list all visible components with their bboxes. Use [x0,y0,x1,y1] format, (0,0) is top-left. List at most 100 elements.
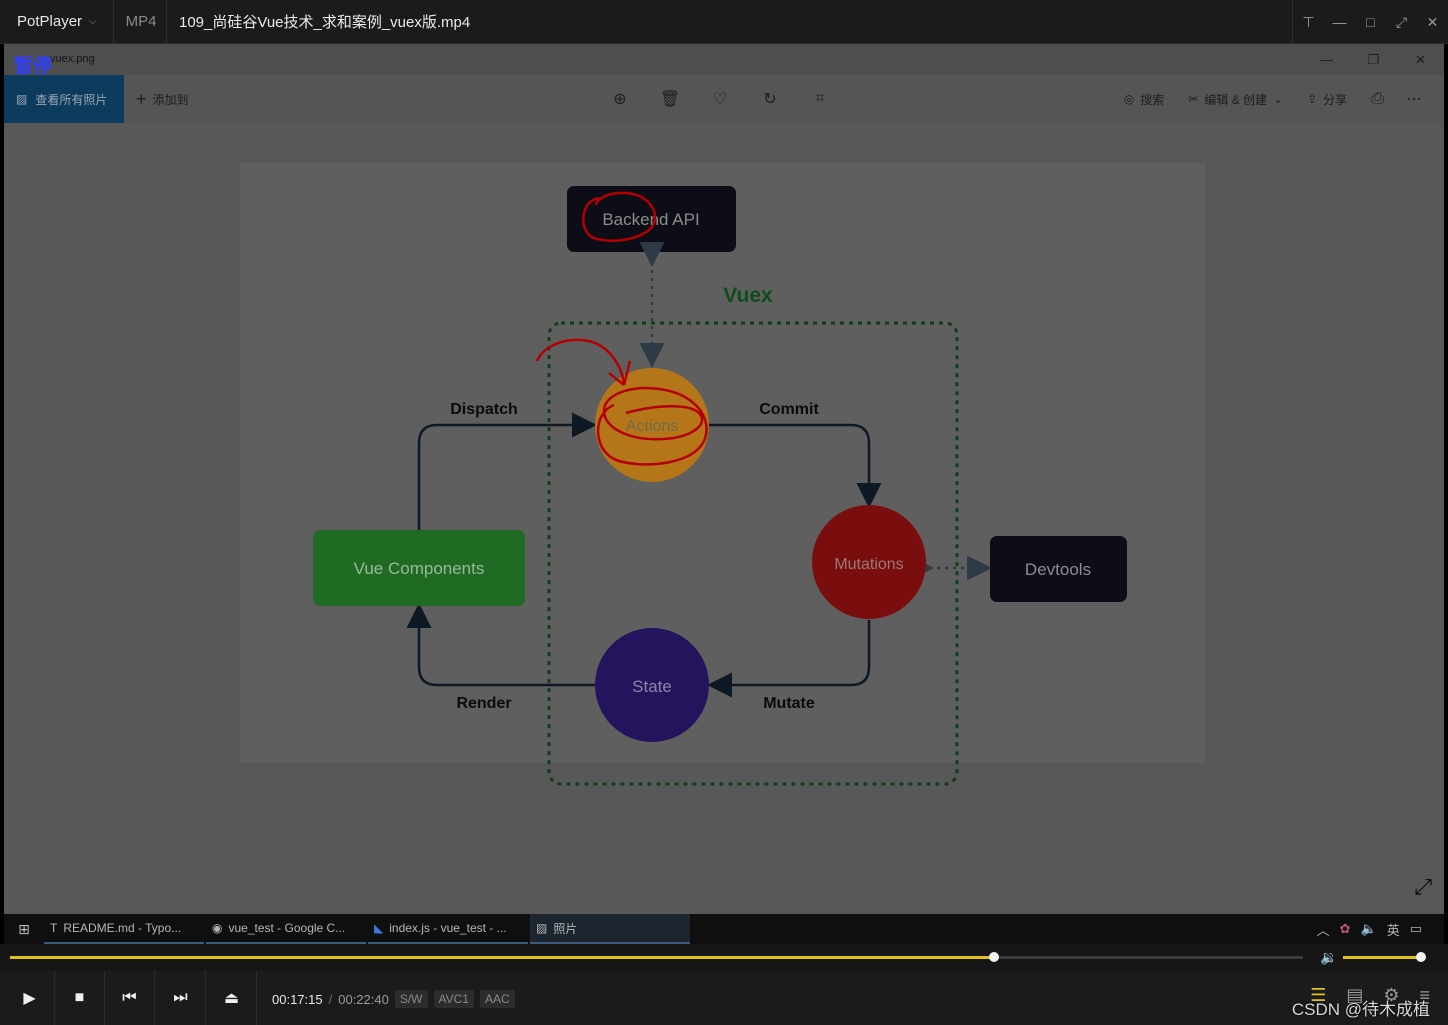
state-label: State [632,677,672,696]
audio-codec-badge[interactable]: AAC [479,990,515,1008]
photos-toolbar: ▨ 查看所有照片 + 添加到 ⊕ 🗑 ♡ ↻ ⌗ ◎ 搜索 ✂ [4,75,1444,123]
search-icon: ◎ [1123,92,1135,106]
decoder-badge[interactable]: S/W [394,990,428,1008]
time-separator: / [328,991,333,1007]
chapter-icon[interactable]: ▤ [1346,985,1364,1005]
render-arrow [406,603,596,687]
stop-button[interactable]: ■ [55,971,105,1025]
task-chrome[interactable]: ◉ vue_test - Google C... [206,914,366,944]
actions-node [595,368,709,482]
task-photos[interactable]: ▨ 照片 [530,914,690,944]
render-label: Render [456,695,511,712]
current-time: 00:17:15 [272,991,323,1007]
video-codec-badge[interactable]: AVC1 [433,990,474,1008]
crop-icon[interactable]: ⌗ [815,90,825,107]
maximize-icon[interactable]: □ [1366,14,1375,30]
photo-file-name: vuex.png [50,53,95,65]
view-all-photos-button[interactable]: ▨ 查看所有照片 [4,75,124,123]
play-button[interactable]: ▶ [5,971,55,1025]
next-button[interactable]: ⏭ [156,971,206,1025]
player-extra-controls: ☰ ▤ ⚙ ≡ [1310,985,1430,1006]
volume-handle[interactable] [1416,952,1427,962]
playlist-icon[interactable]: ☰ [1310,985,1327,1005]
mutate-arrow [707,620,871,698]
photo-secondary-actions: ◎ 搜索 ✂ 编辑 & 创建 ⌄ ⇪ 分享 ⎙ ⋯ [1124,75,1444,123]
watermark: CSDN @待木成植 [1291,1000,1430,1019]
eject-button[interactable]: ⏏ [207,971,257,1025]
chevron-up-icon[interactable]: ︿ [1316,922,1330,938]
app-menu-button[interactable]: PotPlayer ⌵ [0,0,114,44]
search-label: 搜索 [1140,92,1165,107]
add-to-button[interactable]: + 添加到 [136,75,189,123]
photos-close-icon[interactable]: ✕ [1415,51,1426,67]
share-icon: ⇪ [1307,92,1318,106]
seek-slider[interactable] [10,952,1303,962]
vuex-boundary [547,321,959,786]
mutate-label: Mutate [763,695,815,712]
devtools-box [990,536,1127,602]
actions-label: Actions [626,418,678,435]
volume-level [1343,956,1422,959]
chevron-down-icon: ⌵ [89,16,97,27]
video-frame[interactable]: vuex.png 暂停 — ❐ ✕ ▨ 查看所有照片 + 添加到 ⊕ 🗑 ♡ ↻ [4,44,1444,914]
app-tray-icon[interactable]: ✿ [1339,921,1351,936]
previous-icon: ⏮ [122,989,137,1006]
chevron-down-icon: ⌄ [1273,92,1284,106]
photos-icon: ▨ [536,921,548,935]
photos-minimize-icon[interactable]: — [1320,52,1333,67]
search-button[interactable]: ◎ 搜索 [1124,91,1165,108]
pin-icon[interactable]: ⊤ [1302,13,1315,30]
edit-create-button[interactable]: ✂ 编辑 & 创建 ⌄ [1188,91,1283,108]
window-controls: ⊤ — □ ⤢ ✕ [1292,0,1448,44]
photos-restore-icon[interactable]: ❐ [1367,51,1380,67]
expand-icon[interactable]: ⤢ [1414,874,1432,899]
task-label: index.js - vue_test - ... [389,921,507,935]
share-button[interactable]: ⇪ 分享 [1307,91,1347,108]
mutations-label: Mutations [834,556,903,573]
previous-button[interactable]: ⏮ [105,971,155,1025]
task-typora[interactable]: T README.md - Typo... [44,914,204,944]
edit-icon: ✂ [1188,92,1199,106]
delete-icon[interactable]: 🗑 [659,91,681,108]
windows-start-icon[interactable]: ⊞ [18,920,30,937]
windows-taskbar: ⊞ T README.md - Typo... ◉ vue_test - Goo… [4,914,1444,944]
fullscreen-icon[interactable]: ⤢ [1395,13,1408,30]
menu-icon[interactable]: ≡ [1419,985,1430,1005]
favorite-icon[interactable]: ♡ [712,91,728,108]
next-icon: ⏭ [173,989,188,1006]
zoom-icon[interactable]: ⊕ [613,91,627,108]
commit-arrow [709,423,882,508]
print-icon[interactable]: ⎙ [1371,90,1384,107]
volume-icon[interactable]: 🔉 [1320,949,1338,965]
task-vscode[interactable]: ◣ index.js - vue_test - ... [368,914,528,944]
annotation-arrow [535,338,632,386]
settings-icon[interactable]: ⚙ [1383,985,1400,1005]
more-icon[interactable]: ⋯ [1406,91,1422,108]
backend-api-box [567,186,736,252]
rotate-icon[interactable]: ↻ [763,91,777,108]
vuex-label: Vuex [723,284,773,307]
task-label: vue_test - Google C... [228,921,346,935]
notification-icon[interactable]: ▭ [1409,921,1422,936]
file-title: 109_尚硅谷Vue技术_求和案例_vuex版.mp4 [179,14,471,31]
photos-title-bar: vuex.png 暂停 — ❐ ✕ [4,44,1444,77]
seek-handle[interactable] [989,952,1000,962]
minimize-icon[interactable]: — [1332,14,1347,30]
stop-icon: ■ [74,989,85,1006]
close-icon[interactable]: ✕ [1426,13,1439,30]
photo-canvas: Vuex Backend API Dispatch Commit Mutate … [4,123,1444,914]
edit-create-label: 编辑 & 创建 [1204,92,1268,107]
annotation-circle-backend [582,191,657,242]
image-icon: ▨ [16,92,28,106]
app-name: PotPlayer [17,13,83,30]
seek-bar-area: 🔉 [0,944,1448,971]
format-label: MP4 [114,0,167,44]
volume-slider[interactable] [1343,952,1427,962]
share-label: 分享 [1323,92,1348,107]
speaker-icon[interactable]: 🔈 [1360,921,1377,936]
plus-icon: + [136,88,147,109]
playback-controls: ▶ ■ ⏮ ⏭ ⏏ 00:17:15 / 00:22:40 S/W AVC1 A… [0,971,1448,1025]
paused-overlay: 暂停 [14,56,53,77]
ime-label[interactable]: 英 [1386,922,1400,938]
